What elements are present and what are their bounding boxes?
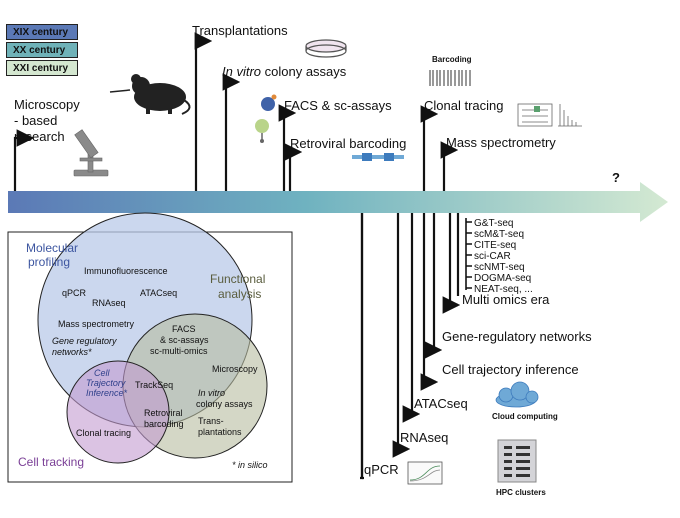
venn-cti3: Inference* — [86, 388, 128, 398]
venn-retro2: barcoding — [144, 419, 184, 429]
venn-grn2: networks* — [52, 347, 92, 357]
venn-trans1: Trans- — [198, 416, 224, 426]
cloud-label: Cloud computing — [492, 412, 558, 421]
cells-icon — [255, 94, 277, 143]
omics-cite-seq: CITE-seq — [474, 240, 516, 251]
timeline-arrow — [8, 182, 668, 222]
event-facs: FACS & sc-assays — [284, 98, 392, 113]
event-mass-spec: Mass spectrometry — [446, 135, 556, 150]
timeline-question: ? — [612, 170, 620, 185]
omics-dogma-seq: DOGMA-seq — [474, 273, 531, 284]
venn-facs1: FACS — [172, 324, 196, 334]
hpc-label: HPC clusters — [496, 488, 546, 497]
venn-invitro2: colony assays — [196, 399, 253, 409]
venn-cti1: Cell — [94, 368, 111, 378]
legend-xix: XIX century — [6, 24, 78, 40]
petri-dish-icon — [305, 39, 347, 58]
legend-xxi: XXI century — [6, 60, 78, 76]
venn-facs3: sc-multi-omics — [150, 346, 208, 356]
omics-neat-seq: NEAT-seq, ... — [474, 284, 533, 295]
event-invitro-colony: In vitro colony assays — [222, 64, 347, 79]
barcode-vector-icon — [352, 153, 404, 161]
event-transplantations: Transplantations — [192, 23, 288, 38]
venn-trackseq: TrackSeq — [135, 380, 173, 390]
omics-sci-car: sci-CAR — [474, 251, 511, 262]
venn-clonal: Clonal tracing — [76, 428, 131, 438]
venn-microscopy: Microscopy — [212, 364, 258, 374]
hpc-server-icon — [497, 439, 537, 483]
venn-trans2: plantations — [198, 427, 242, 437]
event-gene-networks: Gene-regulatory networks — [442, 329, 592, 344]
barcoding-icon — [429, 70, 471, 86]
multi-omics-bracket — [465, 218, 472, 290]
venn-grn1: Gene regulatory — [52, 336, 117, 346]
venn-in-silico: * in silico — [232, 460, 268, 470]
venn-qpcr: qPCR — [62, 288, 87, 298]
venn-cti2: Trajectory — [86, 378, 126, 388]
venn-invitro1: In vitro — [198, 388, 225, 398]
legend-xx: XX century — [6, 42, 78, 58]
venn-immunofluorescence: Immunofluorescence — [84, 266, 168, 276]
event-clonal-tracing: Clonal tracing — [424, 98, 504, 113]
venn-facs2: & sc-assays — [160, 335, 209, 345]
omics-scmt-seq: scM&T-seq — [474, 229, 524, 240]
microscope-icon — [73, 129, 109, 177]
venn-functional-title: Functional — [210, 272, 265, 286]
venn-cell-tracking-title: Cell tracking — [18, 455, 84, 469]
omics-scnmt-seq: scNMT-seq — [474, 262, 525, 273]
event-qpcr: qPCR — [364, 462, 399, 477]
event-rnaseq: RNAseq — [400, 430, 448, 445]
venn-tracking-circle — [66, 360, 170, 464]
qpcr-curve-icon — [407, 461, 443, 485]
mouse-icon — [109, 74, 191, 115]
venn-rnaseq: RNAseq — [92, 298, 126, 308]
venn-mass-spec: Mass spectrometry — [58, 319, 135, 329]
event-cell-trajectory: Cell trajectory inference — [442, 362, 579, 377]
event-microscopy: Microscopy - based research — [14, 97, 83, 144]
venn-analysis-title: analysis — [218, 287, 261, 301]
barcoding-label: Barcoding — [432, 55, 472, 64]
event-multi-omics: Multi omics era — [462, 292, 550, 307]
venn-profiling-title: profiling — [28, 255, 70, 269]
venn-atacseq: ATACseq — [140, 288, 177, 298]
clonal-chart-icon — [517, 103, 582, 127]
venn-retro1: Retroviral — [144, 408, 183, 418]
omics-gt-seq: G&T-seq — [474, 218, 513, 229]
event-atacseq: ATACseq — [414, 396, 468, 411]
venn-molecular-title: Molecular — [26, 241, 78, 255]
venn-circles — [37, 212, 268, 464]
cloud-icon — [495, 381, 539, 408]
event-retroviral: Retroviral barcoding — [290, 136, 406, 151]
